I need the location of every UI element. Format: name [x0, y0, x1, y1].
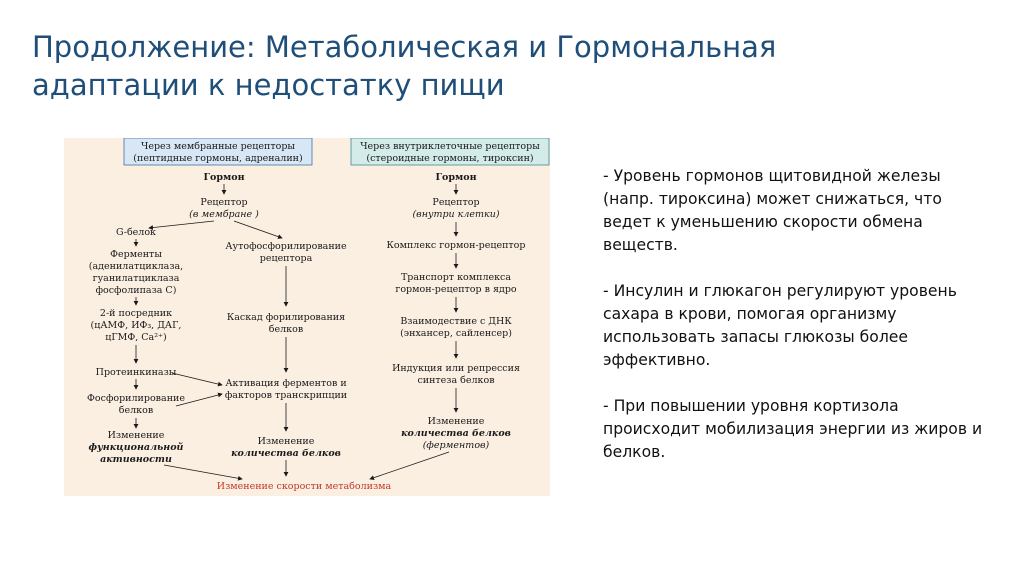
phosphorylation-line-2: белков: [119, 405, 153, 416]
enzymes-line-1: Ферменты: [110, 249, 162, 260]
dna-line-1: Взаимодествие с ДНК: [400, 316, 512, 327]
messenger-line-2: (цАМФ, ИФ₃, ДАГ,: [91, 320, 182, 331]
right-hormone-label: Гормон: [435, 172, 476, 183]
enzymes-line-3: гуанилатциклаза: [93, 273, 180, 284]
right-change-line-3: (ферментов): [423, 440, 490, 451]
right-change-line-2: количества белков: [401, 428, 511, 439]
left-hormone-label: Гормон: [203, 172, 244, 183]
arrow: [163, 464, 243, 481]
hormone-signaling-diagram: Через мембранные рецепторы (пептидные го…: [64, 138, 550, 496]
right-header-box: [350, 138, 550, 166]
messenger-line-3: цГМФ, Ca²⁺): [105, 332, 167, 343]
left-header-box: [123, 138, 313, 166]
induction-line-1: Индукция или репрессия: [392, 363, 520, 374]
left-receptor-line-2: (в мембране ): [189, 209, 259, 220]
enzymes-line-4: фосфолипаза C): [96, 285, 177, 296]
right-change-line-1: Изменение: [428, 416, 485, 427]
arrow: [175, 392, 223, 407]
induction-line-2: синтеза белков: [417, 375, 494, 386]
right-receptor-line-2: (внутри клетки): [412, 209, 499, 220]
arrow: [369, 451, 450, 480]
autophos-line-1: Аутофосфорилирование: [225, 241, 347, 252]
g-protein-label: G-белок: [116, 227, 156, 238]
note-cortisol: - При повышении уровня кортизола происхо…: [603, 397, 983, 461]
right-header-line-2: (стероидные гормоны, тироксин): [366, 153, 533, 164]
left-header-line-1: Через мембранные рецепторы: [141, 141, 295, 152]
amount-change-line-1: Изменение: [258, 436, 315, 447]
phosphorylation-line-1: Фосфорилирование: [87, 393, 185, 404]
amount-change-line-2: количества белков: [231, 448, 341, 459]
func-change-line-2: функциональной: [89, 442, 184, 453]
transport-line-1: Транспорт комплекса: [401, 272, 511, 283]
left-header-line-2: (пептидные гормоны, адреналин): [133, 153, 302, 164]
left-receptor-line-1: Рецептор: [200, 197, 247, 208]
func-change-line-3: активности: [100, 454, 172, 465]
right-receptor-line-1: Рецептор: [432, 197, 479, 208]
notes-text: - Уровень гормонов щитовидной железы (на…: [603, 165, 983, 464]
complex-label: Комплекс гормон-рецептор: [387, 240, 526, 251]
cascade-line-2: белков: [269, 324, 303, 335]
func-change-line-1: Изменение: [108, 430, 165, 441]
arrow: [148, 220, 215, 230]
arrow: [233, 220, 283, 239]
right-header-line-1: Через внутриклеточные рецепторы: [360, 141, 540, 152]
activation-line-2: факторов транскрипции: [225, 390, 347, 401]
protein-kinases-label: Протеинкиназы: [96, 367, 177, 378]
note-thyroid: - Уровень гормонов щитовидной железы (на…: [603, 167, 942, 254]
dna-line-2: (энхансер, сайленсер): [400, 328, 512, 339]
cascade-line-1: Каскад форилирования: [227, 312, 345, 323]
diagram-canvas: Через мембранные рецепторы (пептидные го…: [87, 138, 550, 492]
note-insulin: - Инсулин и глюкагон регулируют уровень …: [603, 282, 957, 369]
arrow: [171, 372, 223, 387]
result-label: Изменение скорости метаболизма: [217, 481, 392, 492]
enzymes-line-2: (аденилатциклаза,: [89, 261, 183, 272]
activation-line-1: Активация ферментов и: [225, 378, 346, 389]
transport-line-2: гормон-рецептор в ядро: [395, 284, 517, 295]
autophos-line-2: рецептора: [260, 253, 313, 264]
messenger-line-1: 2-й посредник: [100, 308, 172, 319]
slide-title: Продолжение: Метаболическая и Гормональн…: [32, 30, 777, 103]
